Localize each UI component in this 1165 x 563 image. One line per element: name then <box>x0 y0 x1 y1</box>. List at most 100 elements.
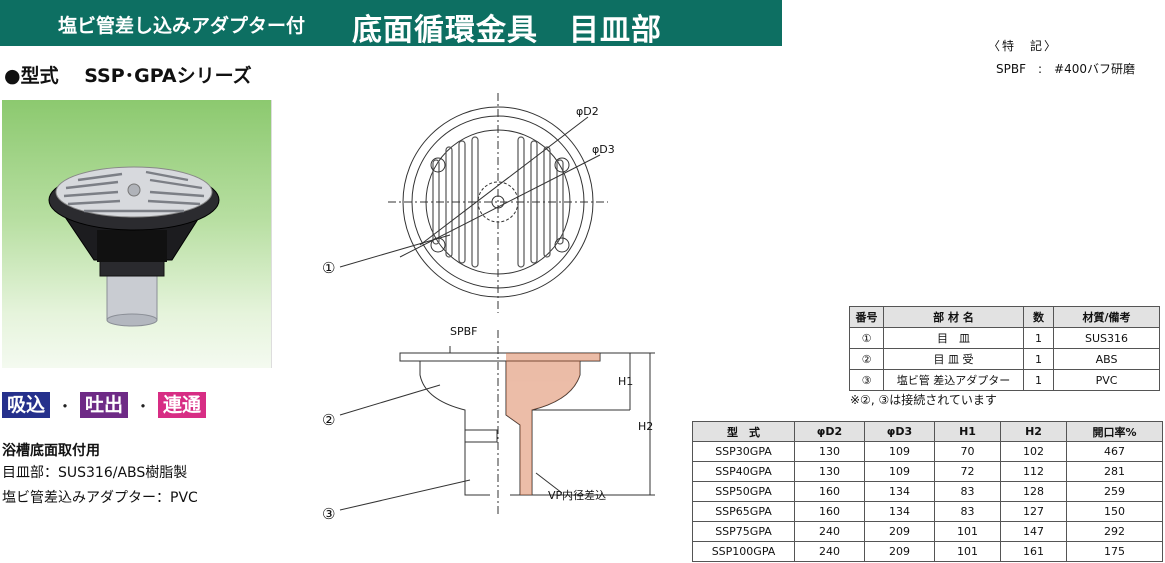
note-title: 〈特 記〉 <box>988 39 1059 53</box>
table-row: SSP50GPA 160 134 83 128 259 <box>692 481 1163 502</box>
table-cell: ② <box>849 348 884 370</box>
table-row: SSP40GPA 130 109 72 112 281 <box>692 461 1163 482</box>
table-cell: 101 <box>934 521 1001 542</box>
table-cell: 281 <box>1066 461 1163 482</box>
spec-usage: 浴槽底面取付用 <box>2 443 100 459</box>
label-d2: φD2 <box>576 105 599 118</box>
table-cell: 1 <box>1023 327 1054 349</box>
tag-separator: ・ <box>57 397 74 416</box>
table-header-row: 番号 部 材 名 数 材質/備考 <box>849 306 1160 328</box>
table-cell: 147 <box>1000 521 1067 542</box>
table-row: ① 目 皿 1 SUS316 <box>849 327 1160 349</box>
page-title: 底面循環金具 目皿部 <box>352 13 662 48</box>
table-row: SSP75GPA 240 209 101 147 292 <box>692 521 1163 542</box>
callout-2: ② <box>322 411 335 429</box>
table-cell: 109 <box>864 441 935 462</box>
table-header: H1 <box>934 421 1001 442</box>
table-cell: 目 皿 <box>883 327 1024 349</box>
table-cell: PVC <box>1053 369 1160 391</box>
table-cell: ① <box>849 327 884 349</box>
table-cell: SSP65GPA <box>692 501 795 522</box>
table-cell: 1 <box>1023 369 1054 391</box>
table-cell: 160 <box>794 501 865 522</box>
product-illustration <box>48 166 220 327</box>
table-cell: 83 <box>934 501 1001 522</box>
callout-1: ① <box>322 259 335 277</box>
table-row: ② 目 皿 受 1 ABS <box>849 348 1160 370</box>
table-cell: 127 <box>1000 501 1067 522</box>
table-cell: SSP75GPA <box>692 521 795 542</box>
screw-icon <box>554 157 570 173</box>
grate-slots <box>63 170 205 213</box>
table-cell: 160 <box>794 481 865 502</box>
dimensions-table: 型 式 φD2 φD3 H1 H2 開口率% SSP30GPA 130 109 … <box>692 421 1163 562</box>
table-cell: 134 <box>864 501 935 522</box>
label-vp: VP内径差込 <box>548 488 606 502</box>
table-header: φD2 <box>794 421 865 442</box>
table-header: φD3 <box>864 421 935 442</box>
section-hatch <box>506 353 600 495</box>
table-header: 数 <box>1023 306 1054 328</box>
product-photo <box>2 100 272 368</box>
table-cell: 109 <box>864 461 935 482</box>
parts-note: ※②, ③は接続されています <box>850 393 997 407</box>
table-cell: 102 <box>1000 441 1067 462</box>
table-row: SSP30GPA 130 109 70 102 467 <box>692 441 1163 462</box>
table-header: 型 式 <box>692 421 795 442</box>
table-header: 開口率% <box>1066 421 1163 442</box>
table-cell: 150 <box>1066 501 1163 522</box>
table-cell: 112 <box>1000 461 1067 482</box>
table-cell: 101 <box>934 541 1001 562</box>
table-cell: 134 <box>864 481 935 502</box>
screw-icon <box>554 237 570 253</box>
table-cell: 70 <box>934 441 1001 462</box>
function-tags: 吸込 ・ 吐出 ・ 連通 <box>2 392 207 418</box>
table-cell: 72 <box>934 461 1001 482</box>
spec-adapter-material: 塩ビ管差込みアダプター：PVC <box>2 490 198 506</box>
table-cell: SSP100GPA <box>692 541 795 562</box>
spec-grate-material: 目皿部：SUS316/ABS樹脂製 <box>2 465 188 481</box>
label-h1: H1 <box>618 375 633 388</box>
table-cell: 塩ビ管 差込アダプター <box>883 369 1024 391</box>
table-cell: 209 <box>864 541 935 562</box>
table-cell: SSP30GPA <box>692 441 795 462</box>
table-cell: 83 <box>934 481 1001 502</box>
label-spbf: SPBF <box>450 325 478 338</box>
table-header-row: 型 式 φD2 φD3 H1 H2 開口率% <box>692 421 1163 442</box>
table-cell: 240 <box>794 541 865 562</box>
table-cell: 128 <box>1000 481 1067 502</box>
table-row: SSP100GPA 240 209 101 161 175 <box>692 541 1163 562</box>
table-cell: 467 <box>1066 441 1163 462</box>
table-cell: ③ <box>849 369 884 391</box>
note-body: SPBF : #400バフ研磨 <box>996 62 1135 76</box>
table-cell: 161 <box>1000 541 1067 562</box>
table-cell: 175 <box>1066 541 1163 562</box>
callout-3: ③ <box>322 505 335 523</box>
table-cell: 130 <box>794 461 865 482</box>
pipe-shape <box>106 269 158 321</box>
table-cell: 240 <box>794 521 865 542</box>
table-cell: 130 <box>794 441 865 462</box>
table-cell: SUS316 <box>1053 327 1160 349</box>
table-cell: 259 <box>1066 481 1163 502</box>
label-h2: H2 <box>638 420 653 433</box>
model-line: ●型式 SSP･GPAシリーズ <box>4 65 252 87</box>
table-header: 番号 <box>849 306 884 328</box>
table-row: SSP65GPA 160 134 83 127 150 <box>692 501 1163 522</box>
technical-drawing: φD2 φD3 SPBF H1 H2 VP内径差込 ① ② ③ <box>322 93 655 523</box>
parts-table: 番号 部 材 名 数 材質/備考 ① 目 皿 1 SUS316 ② 目 皿 受 … <box>849 306 1160 391</box>
tag-separator: ・ <box>135 397 152 416</box>
table-header: 材質/備考 <box>1053 306 1160 328</box>
table-cell: SSP50GPA <box>692 481 795 502</box>
flange-shape <box>399 352 601 362</box>
label-d3: φD3 <box>592 143 615 156</box>
table-cell: ABS <box>1053 348 1160 370</box>
title-bar: 塩ビ管差し込みアダプター付 底面循環金具 目皿部 <box>0 0 782 48</box>
table-row: ③ 塩ビ管 差込アダプター 1 PVC <box>849 369 1160 391</box>
table-cell: 1 <box>1023 348 1054 370</box>
table-header: 部 材 名 <box>883 306 1024 328</box>
tag-suction: 吸込 <box>2 392 51 418</box>
tag-discharge: 吐出 <box>80 392 129 418</box>
table-cell: SSP40GPA <box>692 461 795 482</box>
table-cell: 292 <box>1066 521 1163 542</box>
